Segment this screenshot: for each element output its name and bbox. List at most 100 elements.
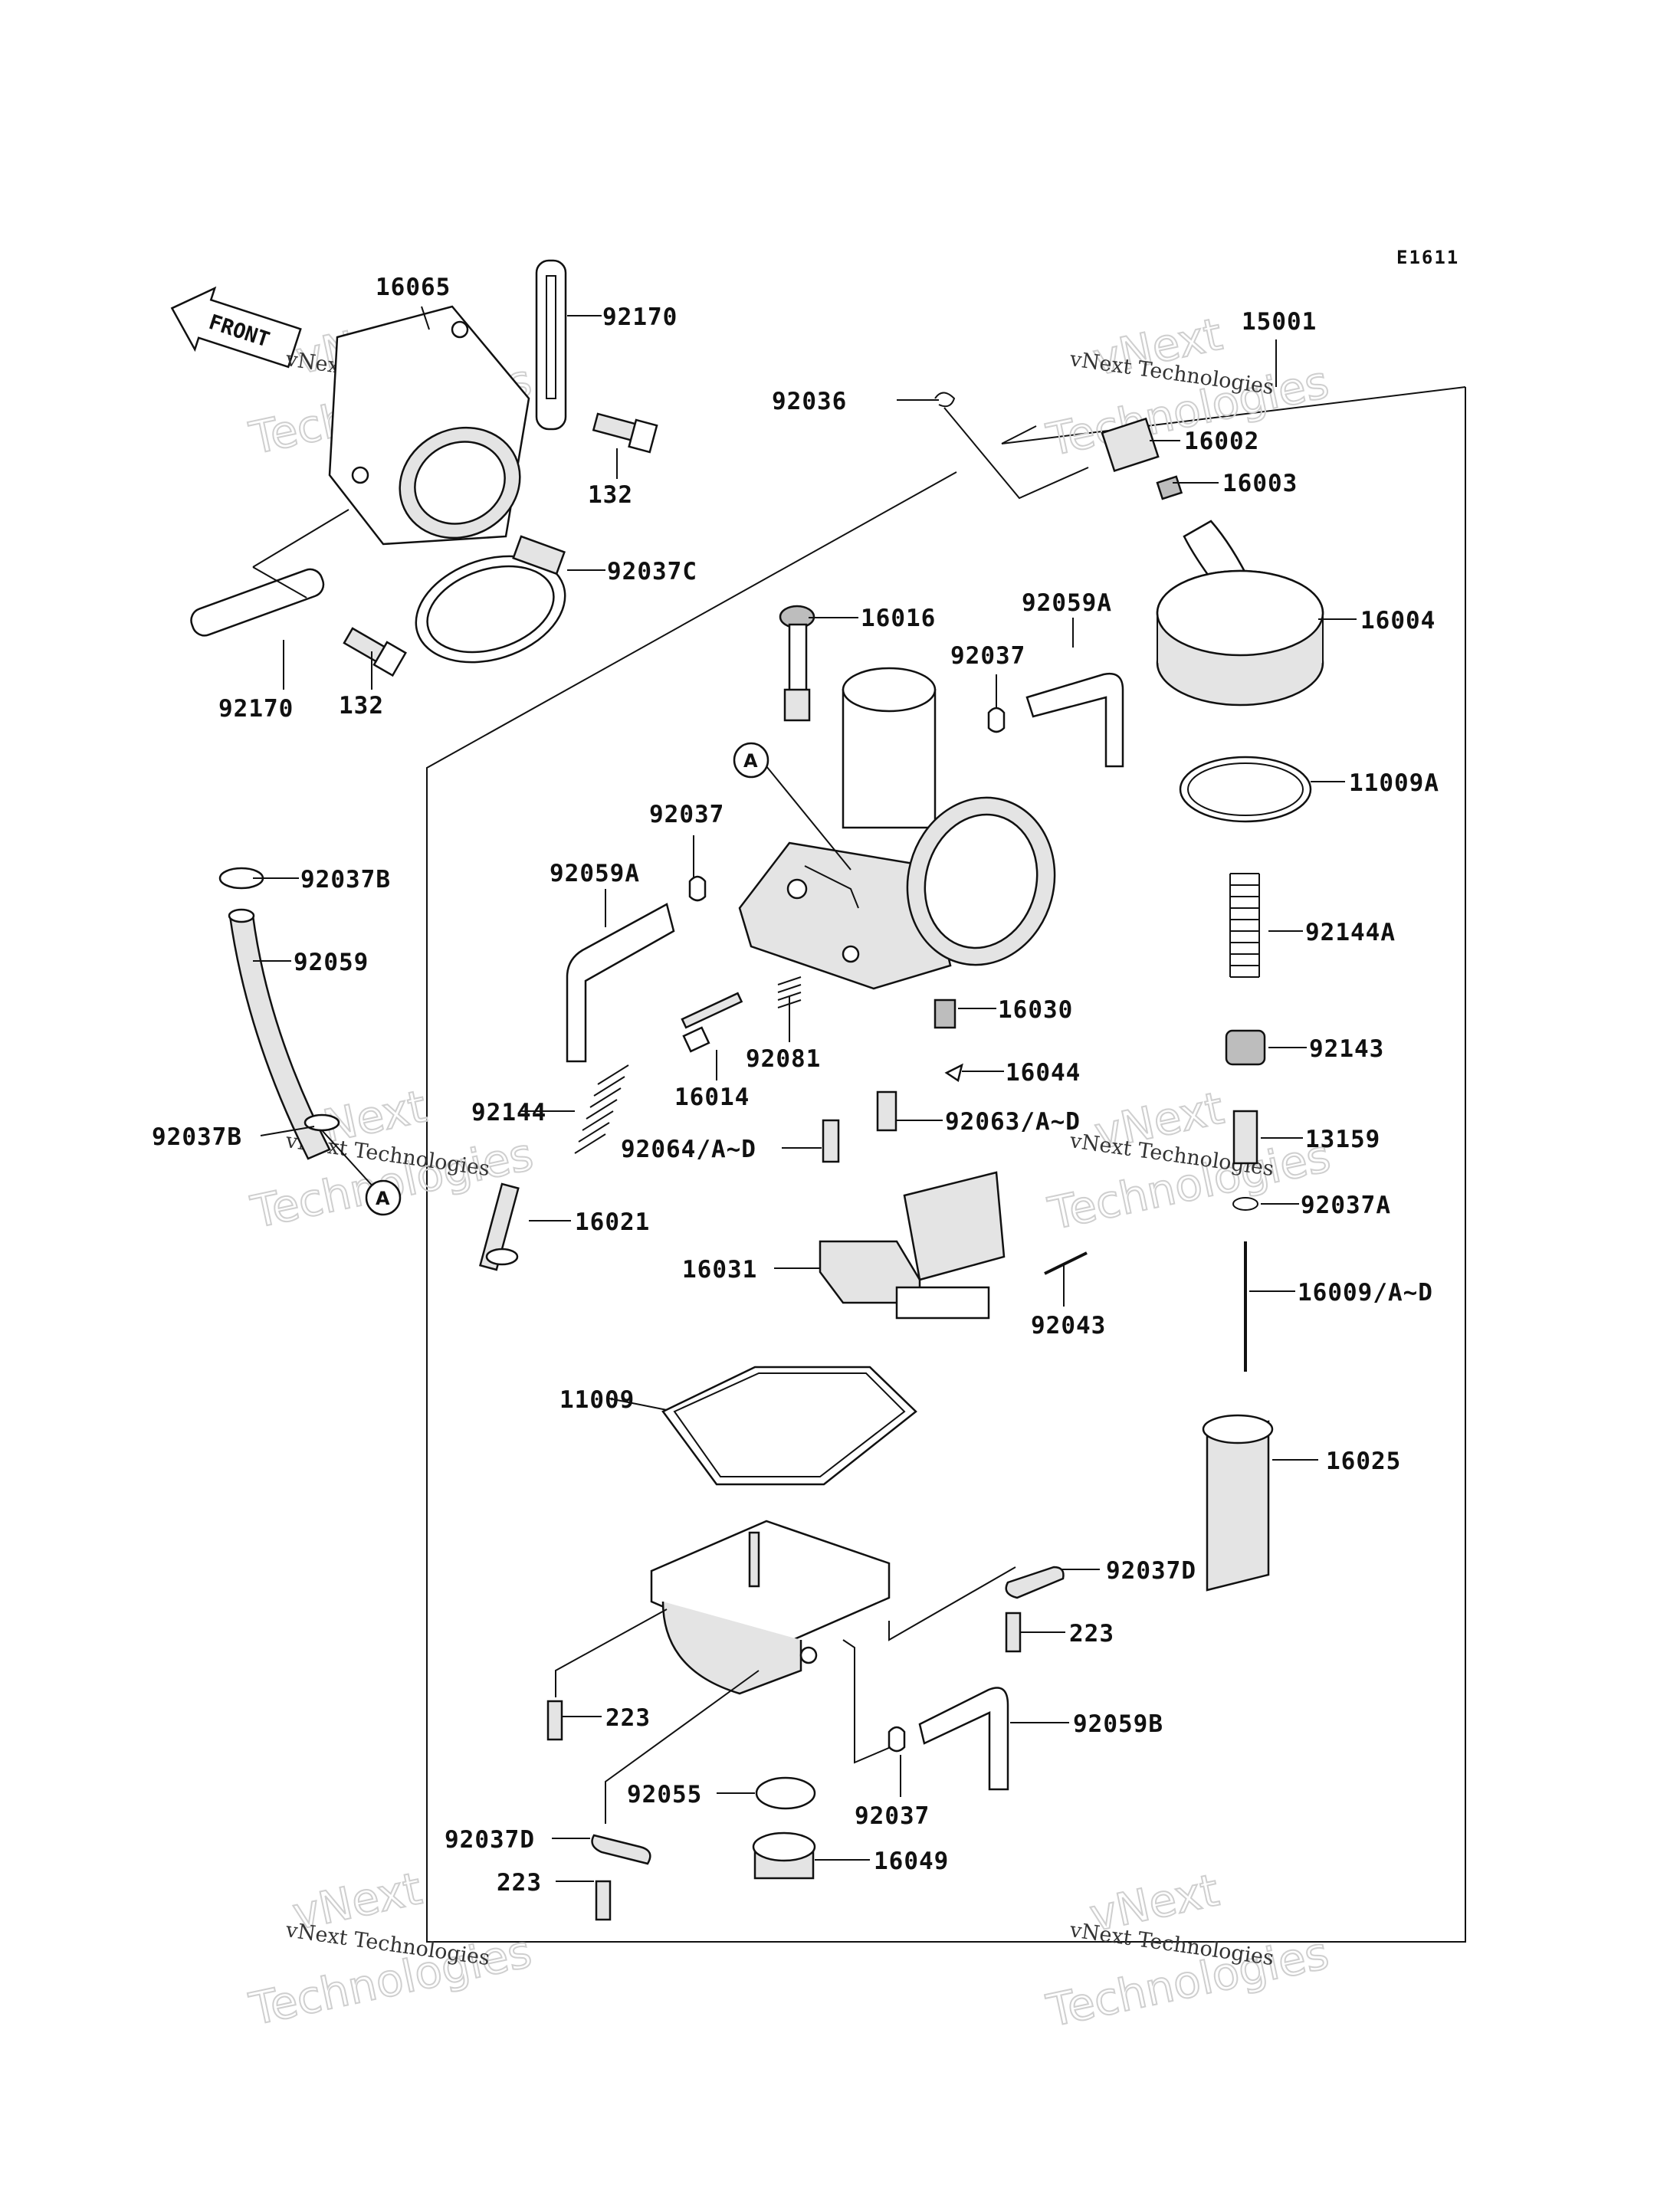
- clip-92037-mid: [688, 875, 707, 902]
- bolt-223-bottom: [595, 1880, 612, 1921]
- figure-code: E1611: [1396, 247, 1459, 268]
- jet-92063: [876, 1090, 897, 1132]
- label-223-right: 223: [1069, 1620, 1114, 1648]
- label-92059: 92059: [294, 949, 369, 976]
- label-92037A: 92037A: [1301, 1192, 1391, 1219]
- jet-16030: [934, 998, 956, 1029]
- label-92144A: 92144A: [1305, 919, 1396, 946]
- starter-plunger-16016: [779, 605, 815, 722]
- clip-92037-bottom: [888, 1726, 906, 1753]
- callout-a-top: A: [733, 742, 851, 871]
- label-16014: 16014: [674, 1084, 750, 1111]
- spring-92081: [777, 976, 802, 1008]
- hose-92059A-mid: [566, 903, 675, 1063]
- leader-lines: [253, 306, 1357, 1882]
- o-ring-11009A: [1179, 756, 1312, 823]
- intake-clamp: [415, 535, 566, 664]
- needle-clip-13159: [1232, 1110, 1258, 1165]
- bolt-223-left: [546, 1700, 563, 1741]
- hose-92059B: [918, 1687, 1009, 1791]
- float-bowl: [650, 1520, 891, 1695]
- intake-bracket-bottom: [190, 568, 325, 637]
- plate-92037D-left: [591, 1834, 651, 1865]
- intake-bracket-top: [535, 259, 567, 431]
- label-92037D-left: 92037D: [445, 1826, 535, 1854]
- label-92037-top: 92037: [950, 642, 1025, 670]
- label-92037B-bottom: 92037B: [152, 1123, 242, 1151]
- intake-pipe-part: [328, 305, 530, 546]
- hose-92059A-top: [1025, 672, 1124, 768]
- label-16030: 16030: [998, 996, 1073, 1024]
- label-16016: 16016: [861, 605, 936, 632]
- label-15001: 15001: [1242, 308, 1317, 336]
- label-16009: 16009/A~D: [1298, 1279, 1433, 1307]
- label-92037C: 92037C: [607, 558, 697, 585]
- pilot-screw-16014: [681, 992, 743, 1053]
- hose-92059: [228, 908, 331, 1160]
- label-92036: 92036: [772, 388, 847, 415]
- pin-92043: [1044, 1251, 1088, 1275]
- cable-adjuster-part: [1101, 417, 1160, 473]
- label-92059A-top: 92059A: [1022, 589, 1112, 617]
- label-92063: 92063/A~D: [945, 1108, 1081, 1136]
- clip-92037-top: [987, 707, 1006, 733]
- label-92170-bottom: 92170: [218, 695, 294, 723]
- label-16003: 16003: [1222, 470, 1298, 497]
- spring-92144: [574, 1064, 629, 1154]
- label-92055: 92055: [627, 1781, 702, 1808]
- label-16065: 16065: [376, 274, 451, 301]
- label-92037-mid: 92037: [649, 801, 724, 828]
- label-13159: 13159: [1305, 1126, 1380, 1153]
- clip-92037A: [1232, 1197, 1258, 1211]
- label-92037B-top: 92037B: [300, 866, 391, 894]
- label-92037D-right: 92037D: [1106, 1557, 1196, 1585]
- label-11009A: 11009A: [1349, 769, 1439, 797]
- label-16002: 16002: [1184, 428, 1259, 455]
- label-16025: 16025: [1326, 1448, 1401, 1475]
- label-92043: 92043: [1031, 1312, 1106, 1340]
- label-92144: 92144: [471, 1099, 546, 1126]
- label-132-top: 132: [588, 481, 633, 509]
- label-11009: 11009: [559, 1386, 635, 1414]
- label-132-bottom: 132: [339, 692, 384, 720]
- plug-16049: [752, 1831, 816, 1880]
- assembly-frame: [426, 386, 1466, 1943]
- callout-a-bottom: A: [365, 1179, 402, 1216]
- label-16049: 16049: [874, 1848, 949, 1875]
- label-92170-top: 92170: [602, 303, 678, 331]
- svg-text:A: A: [376, 1188, 390, 1209]
- intake-bolt-bottom: [343, 627, 407, 677]
- jet-92064: [822, 1119, 840, 1163]
- clip-92037B-bottom: [304, 1113, 340, 1132]
- spring-92144A: [1229, 873, 1260, 978]
- label-92059A-mid: 92059A: [550, 860, 640, 887]
- holder-92143: [1225, 1029, 1266, 1066]
- intake-bolt-top: [592, 412, 658, 454]
- float-16031: [819, 1171, 1006, 1320]
- label-16044: 16044: [1006, 1059, 1081, 1087]
- clip-92036: [934, 392, 956, 408]
- label-92059B: 92059B: [1073, 1710, 1163, 1738]
- bolt-223-right: [1005, 1612, 1022, 1653]
- label-92143: 92143: [1309, 1035, 1384, 1063]
- screw-16021: [478, 1182, 520, 1271]
- label-92037-bottom: 92037: [855, 1802, 930, 1830]
- front-arrow: FRONT: [170, 286, 302, 369]
- label-92064: 92064/A~D: [621, 1136, 756, 1163]
- o-ring-92055: [755, 1776, 816, 1810]
- svg-text:A: A: [743, 750, 758, 772]
- carburetor-body: [738, 667, 1056, 990]
- label-92081: 92081: [746, 1045, 821, 1073]
- part-16044: [944, 1063, 963, 1083]
- gasket-11009: [661, 1366, 917, 1486]
- locknut-part: [1156, 475, 1183, 500]
- top-cap-part: [1156, 520, 1324, 707]
- plate-92037D-right: [1005, 1566, 1065, 1599]
- label-16004: 16004: [1360, 607, 1436, 635]
- label-16021: 16021: [575, 1208, 650, 1236]
- label-223-bottom: 223: [497, 1869, 542, 1897]
- label-223-left: 223: [605, 1704, 651, 1732]
- throttle-valve-16025: [1202, 1414, 1274, 1592]
- part-labels: 16065 92170 132 92037C 92170 132 15001 9…: [152, 274, 1439, 1897]
